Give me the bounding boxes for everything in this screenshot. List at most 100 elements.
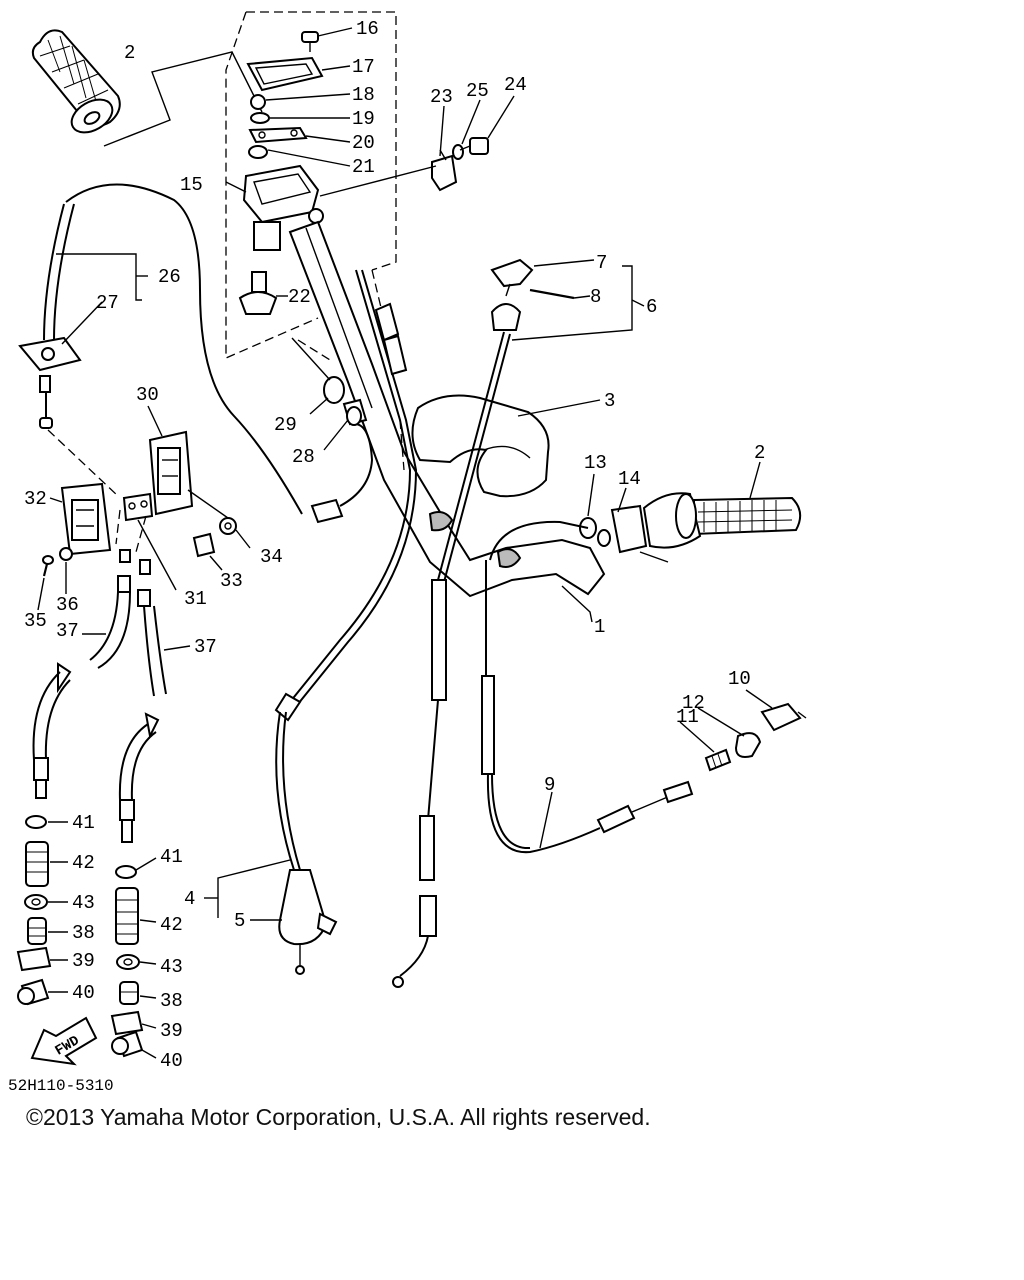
callout-8: 8 xyxy=(590,286,601,308)
plug-cap-40-left[interactable] xyxy=(17,978,50,1006)
callout-9: 9 xyxy=(544,774,555,796)
callout-21: 21 xyxy=(352,156,375,178)
adjuster-22[interactable] xyxy=(238,271,278,315)
callout-12: 12 xyxy=(682,692,705,714)
right-grip[interactable] xyxy=(642,492,802,549)
callout-36: 36 xyxy=(56,594,79,616)
callout-42-left: 42 xyxy=(72,852,95,874)
spring-38-right[interactable] xyxy=(119,981,139,1005)
callout-10: 10 xyxy=(728,668,751,690)
spring-38-left[interactable] xyxy=(27,917,47,945)
wire-tube-37-left[interactable] xyxy=(32,549,131,799)
throttle-lever-20[interactable] xyxy=(248,126,308,144)
cable-adjuster-9[interactable] xyxy=(596,780,694,834)
callout-2-left-grip: 2 xyxy=(124,42,135,64)
spring-11[interactable] xyxy=(704,748,732,772)
callout-23: 23 xyxy=(430,86,453,108)
washer-43-left[interactable] xyxy=(24,894,48,910)
cover-32[interactable] xyxy=(60,482,112,556)
parts-diagram: FWD 2 16 17 18 19 20 21 15 23 25 24 26 2… xyxy=(8,11,807,1095)
callout-1: 1 xyxy=(594,616,605,638)
callout-28: 28 xyxy=(292,446,315,468)
callout-41-right: 41 xyxy=(160,846,183,868)
fwd-arrow-icon: FWD xyxy=(30,1016,98,1066)
callout-33: 33 xyxy=(220,570,243,592)
connector-39-right[interactable] xyxy=(110,1010,144,1036)
callout-37-right: 37 xyxy=(194,636,217,658)
callout-37-left: 37 xyxy=(56,620,79,642)
throttle-housing-15[interactable] xyxy=(242,164,324,251)
callout-34: 34 xyxy=(260,546,283,568)
brake-lever-7[interactable] xyxy=(490,258,534,288)
callout-35: 35 xyxy=(24,610,47,632)
spring-21[interactable] xyxy=(248,145,268,159)
callout-19: 19 xyxy=(352,108,375,130)
connector-39-left[interactable] xyxy=(16,946,52,972)
cable-holder-12[interactable] xyxy=(734,732,762,758)
wire-tube-37-right[interactable] xyxy=(118,559,167,843)
pin-8[interactable] xyxy=(529,288,575,300)
callout-5: 5 xyxy=(234,910,245,932)
callout-25: 25 xyxy=(466,80,489,102)
switch-box-30[interactable] xyxy=(148,430,194,516)
callout-30: 30 xyxy=(136,384,159,406)
carb-cap-5[interactable] xyxy=(278,869,338,975)
callout-20: 20 xyxy=(352,132,375,154)
washer-43-right[interactable] xyxy=(116,954,140,970)
left-grip[interactable] xyxy=(31,29,121,139)
callout-41-left: 41 xyxy=(72,812,95,834)
callout-17: 17 xyxy=(352,56,375,78)
cable-end-6[interactable] xyxy=(490,283,522,331)
cap-41-right[interactable] xyxy=(115,865,137,879)
washer-19[interactable] xyxy=(250,112,270,124)
handlebar-1[interactable] xyxy=(288,220,606,598)
callout-29: 29 xyxy=(274,414,297,436)
plug-cap-40-right[interactable] xyxy=(111,1030,144,1058)
callout-39-left: 39 xyxy=(72,950,95,972)
callout-38-right: 38 xyxy=(160,990,183,1012)
callout-32: 32 xyxy=(24,488,47,510)
callout-11: 11 xyxy=(676,706,699,728)
callout-4: 4 xyxy=(184,888,195,910)
lever-holder-14[interactable] xyxy=(610,504,669,563)
callout-7: 7 xyxy=(596,252,607,274)
callout-2-right-grip: 2 xyxy=(754,442,765,464)
spring-42-right[interactable] xyxy=(115,887,139,945)
callout-43-left: 43 xyxy=(72,892,95,914)
screw-24[interactable] xyxy=(459,137,489,155)
callout-43-right: 43 xyxy=(160,956,183,978)
nut-18[interactable] xyxy=(250,94,266,110)
cap-41-left[interactable] xyxy=(25,815,47,829)
throttle-cover-17[interactable] xyxy=(246,56,324,92)
adjuster-13[interactable] xyxy=(579,517,611,547)
callout-26: 26 xyxy=(158,266,181,288)
callout-31: 31 xyxy=(184,588,207,610)
choke-lever-27[interactable] xyxy=(18,336,82,393)
adjuster-29[interactable] xyxy=(323,376,345,404)
callout-39-right: 39 xyxy=(160,1020,183,1042)
screw-35[interactable] xyxy=(42,555,54,577)
spring-42-left[interactable] xyxy=(25,841,49,887)
bracket-10[interactable] xyxy=(760,702,807,732)
callout-18: 18 xyxy=(352,84,375,106)
callout-40-left: 40 xyxy=(72,982,95,1004)
washer-34[interactable] xyxy=(219,517,237,535)
switch-23[interactable] xyxy=(431,149,458,192)
washer-36[interactable] xyxy=(59,547,73,561)
screw-16[interactable] xyxy=(301,31,319,52)
callout-16: 16 xyxy=(356,18,379,40)
callout-38-left: 38 xyxy=(72,922,95,944)
callout-3: 3 xyxy=(604,390,615,412)
choke-cable-26[interactable] xyxy=(43,203,75,341)
adjuster-28[interactable] xyxy=(342,398,368,426)
callout-27: 27 xyxy=(96,292,119,314)
washer-25[interactable] xyxy=(452,144,464,160)
callout-40-right: 40 xyxy=(160,1050,183,1072)
clamp-31[interactable] xyxy=(122,492,154,522)
callout-13: 13 xyxy=(584,452,607,474)
callout-15: 15 xyxy=(180,174,203,196)
callout-24: 24 xyxy=(504,74,527,96)
diagram-code: 52H110-5310 xyxy=(8,1077,114,1095)
bolt-33[interactable] xyxy=(192,532,216,558)
callout-14: 14 xyxy=(618,468,641,490)
